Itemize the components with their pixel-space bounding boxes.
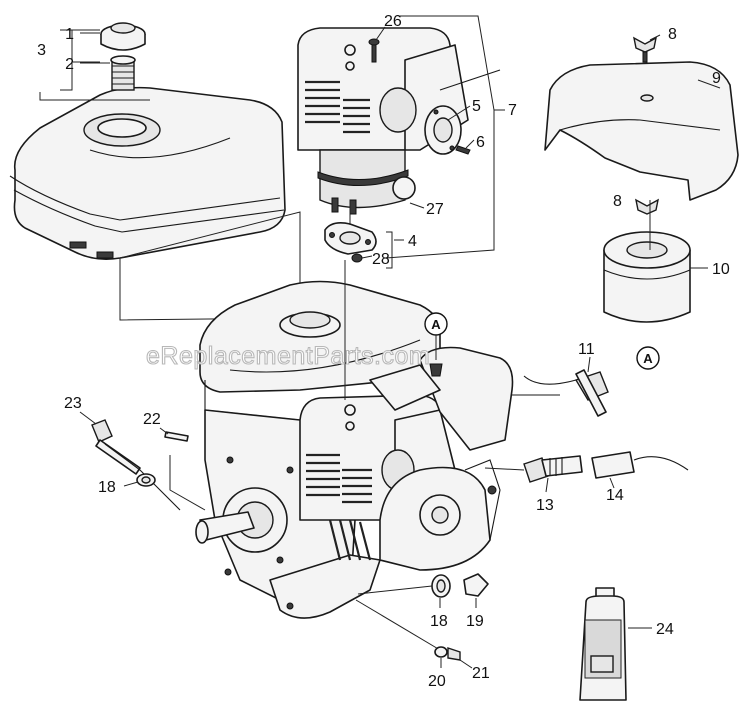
callout-14: 14 — [606, 487, 624, 504]
exhaust-gasket — [324, 222, 377, 255]
callout-6: 6 — [476, 134, 485, 151]
callout-21: 21 — [472, 665, 490, 682]
engine-block — [195, 280, 514, 619]
callout-18-drain: 18 — [430, 613, 448, 630]
callout-27: 27 — [426, 201, 444, 218]
callout-20: 20 — [428, 673, 446, 690]
air-cleaner-cover — [544, 61, 739, 201]
callout-2: 2 — [65, 56, 74, 73]
drain-plug-19 — [463, 573, 489, 597]
callout-5: 5 — [472, 98, 481, 115]
spark-plug-cap — [591, 451, 689, 479]
spark-plug — [484, 455, 583, 483]
watermark-text: eReplacementParts.com — [146, 342, 430, 370]
callout-1: 1 — [65, 26, 74, 43]
callout-7: 7 — [508, 102, 517, 119]
callout-10: 10 — [712, 261, 730, 278]
callout-13: 13 — [536, 497, 554, 514]
callout-28: 28 — [372, 251, 390, 268]
fuel-cap — [100, 22, 146, 51]
fuel-tank — [9, 86, 286, 260]
callout-9: 9 — [712, 70, 721, 87]
air-filter — [603, 231, 691, 323]
ref-mark-a-right: A — [636, 346, 660, 370]
callout-24: 24 — [656, 621, 674, 638]
muffler-assembly — [297, 27, 501, 215]
key-22 — [164, 431, 189, 442]
washer-20 — [434, 646, 448, 658]
oil-bottle — [579, 587, 627, 701]
callout-8-top: 8 — [668, 26, 677, 43]
muffler-vents — [305, 80, 370, 134]
drain-ring-18b — [431, 574, 451, 598]
callout-19: 19 — [466, 613, 484, 630]
callout-11: 11 — [578, 341, 595, 358]
wing-nut-top — [633, 36, 657, 63]
callout-18-left: 18 — [98, 479, 116, 496]
svg-text:A: A — [431, 317, 441, 332]
bolt-21 — [447, 647, 461, 661]
screw-26 — [368, 38, 380, 63]
callout-26: 26 — [384, 13, 402, 30]
callout-23: 23 — [64, 395, 82, 412]
nut-28 — [351, 253, 363, 263]
fuel-strainer — [110, 55, 136, 91]
ref-mark-a-engine: A — [424, 312, 448, 377]
callout-3: 3 — [37, 42, 46, 59]
svg-text:A: A — [643, 351, 653, 366]
callout-labels: 1 2 3 4 5 6 7 8 8 9 10 11 13 14 18 18 19… — [37, 13, 730, 690]
oil-ring-18a — [136, 473, 156, 487]
engine-muffler-vents — [306, 453, 372, 504]
callout-4: 4 — [408, 233, 417, 250]
callout-22: 22 — [143, 411, 161, 428]
ignition-coil — [512, 369, 609, 417]
callout-8-lower: 8 — [613, 193, 622, 210]
leader-lines — [79, 26, 721, 669]
muffler-gasket — [424, 105, 462, 155]
wing-nut-lower — [635, 198, 659, 215]
